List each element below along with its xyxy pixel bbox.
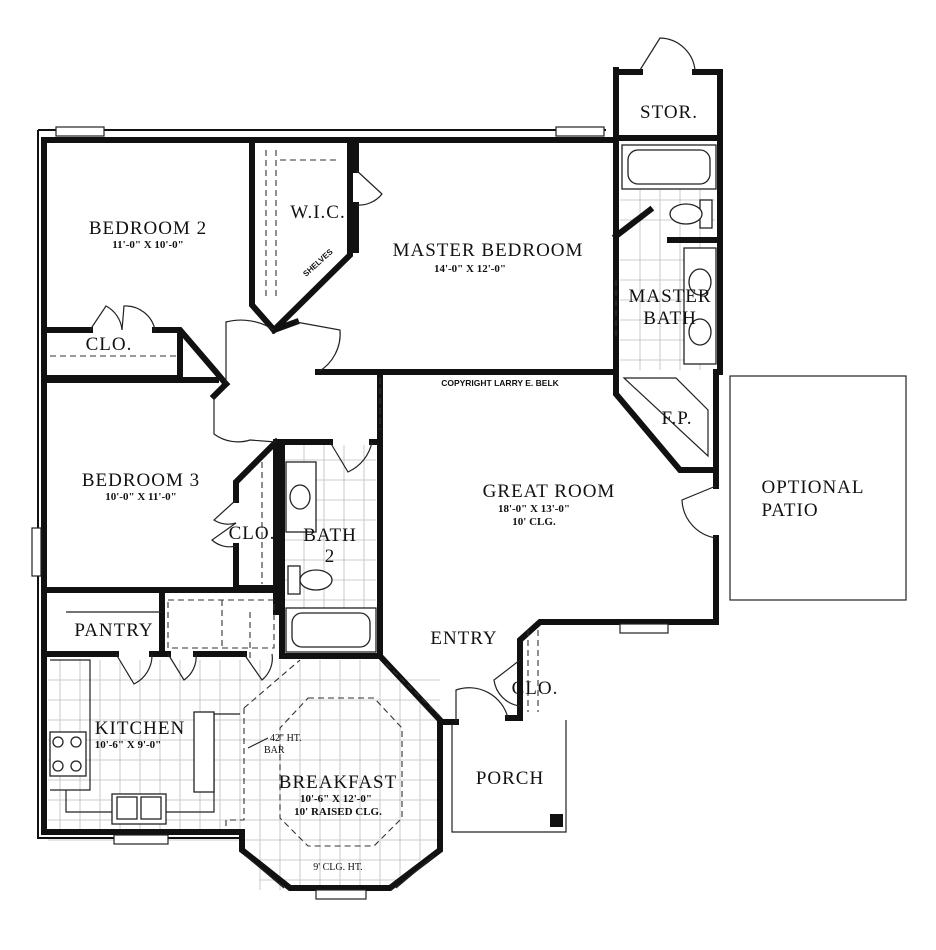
bath2-line1: BATH [303, 525, 357, 546]
bedroom2-name: BEDROOM 2 [89, 218, 207, 239]
optional-patio [729, 375, 907, 601]
entry-closet-label: CLO. [512, 678, 559, 699]
breakfast-bay-clg: 9' CLG. HT. [313, 862, 362, 873]
bedroom2-closet-label: CLO. [86, 334, 133, 355]
room-labels: BEDROOM 2 11'-0" X 10'-0" W.I.C. SHELVES… [74, 102, 865, 873]
doors [89, 37, 717, 722]
optional-patio-line2: PATIO [761, 500, 818, 521]
outer-sheathing [37, 130, 242, 839]
great-room-dims: 18'-0" X 13'-0" [498, 503, 570, 515]
master-bedroom-name: MASTER BEDROOM [393, 240, 584, 261]
great-room-name: GREAT ROOM [483, 481, 616, 502]
kitchen-name: KITCHEN [95, 718, 185, 739]
bath-fixtures [285, 144, 717, 653]
bedroom2-dims: 11'-0" X 10'-0" [112, 239, 184, 251]
kitchen-dims: 10'-6" X 9'-0" [95, 739, 162, 751]
kitchen-fixtures [49, 599, 301, 830]
breakfast-name: BREAKFAST [279, 772, 397, 793]
optional-patio-line1: OPTIONAL [762, 477, 865, 498]
master-bedroom-dims: 14'-0" X 12'-0" [434, 263, 506, 275]
interior-walls [41, 137, 723, 725]
bath2-line2: 2 [325, 546, 336, 567]
great-room-clg: 10' CLG. [512, 516, 556, 528]
master-bath-line1: MASTER [628, 286, 711, 307]
porch-label: PORCH [476, 768, 544, 789]
stor-label: STOR. [640, 102, 698, 123]
copyright-text: COPYRIGHT LARRY E. BELK [441, 378, 559, 388]
fp-label: F.P. [661, 408, 692, 429]
pantry-label: PANTRY [74, 620, 153, 641]
porch-outline [451, 720, 567, 833]
entry-label: ENTRY [430, 628, 497, 649]
wic-label: W.I.C. [290, 202, 345, 223]
bedroom3-closet-label: CLO. [229, 523, 276, 544]
breakfast-dims: 10'-6" X 12'-0" [300, 793, 372, 805]
master-bath-line2: BATH [643, 308, 697, 329]
bedroom3-dims: 10'-0" X 11'-0" [105, 491, 177, 503]
breakfast-clg: 10' RAISED CLG. [294, 806, 382, 818]
raised-ceiling-octagon [279, 697, 403, 847]
bar-line2: BAR [264, 745, 285, 756]
fireplace-hearth [622, 377, 709, 458]
bedroom3-name: BEDROOM 3 [82, 470, 200, 491]
closet-rods [50, 150, 617, 712]
bar-line1: 42" HT. [270, 733, 302, 744]
bar-leader [247, 737, 269, 749]
porch-post [550, 814, 563, 827]
windows [31, 126, 669, 900]
